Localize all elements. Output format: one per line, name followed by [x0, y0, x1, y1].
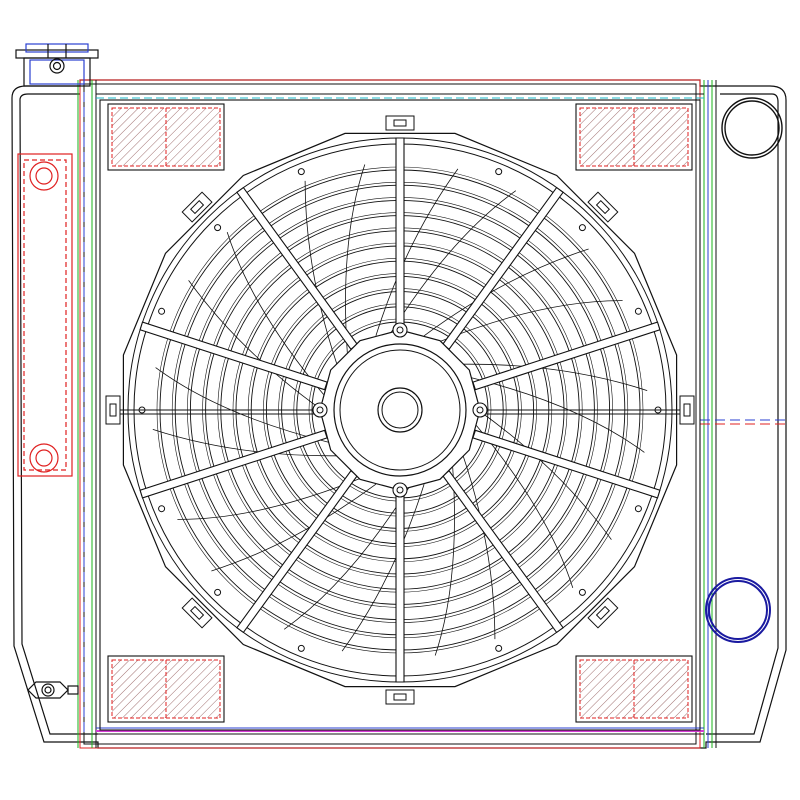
fan-blade-edge — [177, 477, 362, 520]
guard-strut — [472, 321, 661, 391]
motor-shaft — [381, 391, 419, 429]
hub-bolt — [312, 402, 328, 418]
motor-hub — [312, 322, 488, 498]
inlet-port — [721, 97, 783, 159]
shroud-tab — [181, 597, 213, 629]
radiator-body — [11, 79, 787, 749]
hub-bolt — [392, 482, 408, 498]
shroud-tab — [679, 395, 695, 425]
drain-petcock — [27, 681, 79, 699]
fan-blade-edge — [283, 487, 410, 630]
shroud-rivet — [634, 307, 642, 315]
shroud-rivet — [158, 505, 166, 513]
fan-blade — [304, 180, 338, 365]
fan-blade-edge — [476, 425, 574, 589]
shroud-rivet — [297, 644, 305, 652]
shroud-tab — [587, 191, 619, 223]
fan-blade — [188, 280, 323, 411]
fan-blade-edge — [434, 467, 455, 656]
shroud-rivet — [634, 505, 642, 513]
fan-blade-edge — [226, 231, 324, 395]
hub-ring — [333, 343, 467, 477]
fan-blade-edge — [438, 300, 623, 343]
fan-blade-edge — [345, 164, 366, 353]
hub-bolt-center — [396, 326, 404, 334]
shroud-rivet — [214, 588, 222, 596]
shroud-rivet — [297, 168, 305, 176]
shroud-tab — [181, 191, 213, 223]
shroud-tab — [385, 689, 415, 705]
fan-blades — [152, 164, 648, 656]
fan-blade — [462, 455, 496, 640]
corner-pads — [107, 103, 693, 723]
fan-blade — [375, 168, 459, 336]
hub-bolt — [472, 402, 488, 418]
guard-strut — [139, 321, 328, 391]
guard-strut — [472, 429, 661, 499]
motor-shaft — [377, 387, 423, 433]
hub-bolt-center — [316, 406, 324, 414]
hub-bolt-center — [476, 406, 484, 414]
fan-assembly — [105, 115, 695, 705]
shroud-tab — [385, 115, 415, 131]
side-bracket — [17, 153, 73, 477]
hub-ring — [339, 349, 461, 471]
shroud-rivet — [578, 224, 586, 232]
corner-pad-top-left — [107, 103, 225, 171]
fan-blade — [463, 363, 648, 391]
shroud-plate — [99, 99, 701, 731]
shroud-rivet — [214, 224, 222, 232]
shroud-rivet — [495, 168, 503, 176]
fan-blade — [423, 248, 589, 337]
guard-strut — [139, 429, 328, 499]
shroud-tab — [105, 395, 121, 425]
guard-strut — [395, 487, 405, 683]
fan-blade — [341, 484, 425, 652]
hub-bolt — [392, 322, 408, 338]
corner-pad-bottom-left — [107, 655, 225, 723]
hub-bolt-center — [396, 486, 404, 494]
shroud-rivet — [158, 307, 166, 315]
corner-pad-top-right — [575, 103, 693, 171]
corner-pad-bottom-right — [575, 655, 693, 723]
filler-neck — [15, 43, 99, 87]
outlet-port — [705, 577, 771, 643]
shroud-rivet — [578, 588, 586, 596]
fan-blade-edge — [390, 190, 517, 333]
fan-blade — [152, 429, 337, 457]
shroud-tab — [587, 597, 619, 629]
shroud-rivet — [495, 644, 503, 652]
guard-strut — [395, 137, 405, 333]
fan-blade — [211, 483, 377, 572]
guard-struts — [120, 137, 680, 683]
fan-blade — [477, 409, 612, 540]
